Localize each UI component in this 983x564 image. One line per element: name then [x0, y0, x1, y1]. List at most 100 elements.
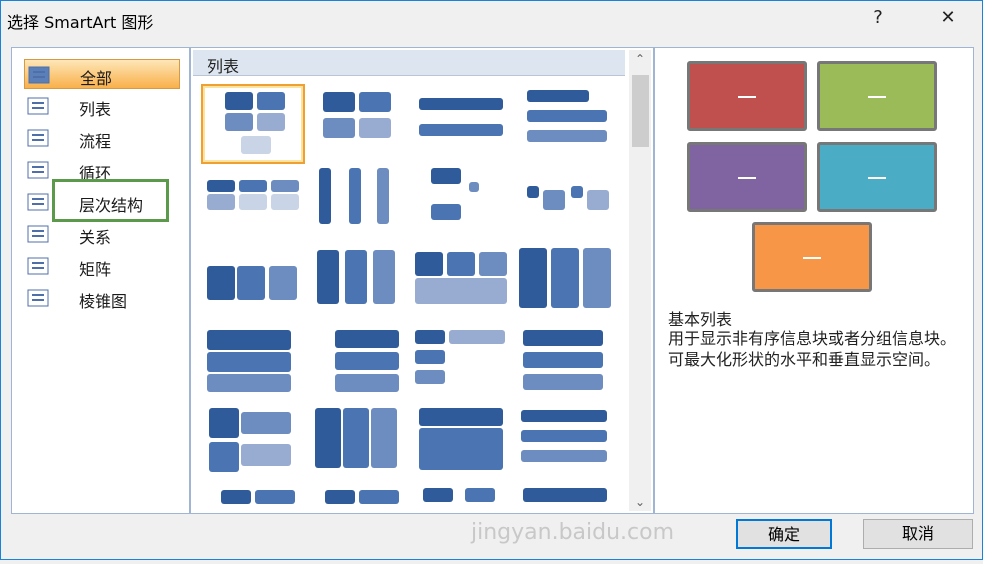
cancel-button[interactable]: 取消 — [863, 519, 973, 549]
thumbnail-shape — [359, 118, 391, 138]
thumbnail-shape — [523, 330, 603, 346]
thumbnail-shape — [371, 408, 397, 468]
thumbnail-shape — [207, 330, 291, 350]
layout-thumbnail[interactable] — [201, 164, 305, 244]
layout-thumbnail[interactable] — [409, 164, 513, 244]
thumbnail-shape — [209, 408, 239, 438]
layout-thumbnail[interactable] — [201, 484, 305, 564]
thumbnail-shape — [415, 252, 443, 276]
thumbnail-shape — [449, 330, 505, 344]
category-hierarchy[interactable]: 层次结构 — [24, 187, 180, 217]
category-process[interactable]: 流程 — [24, 123, 180, 153]
preview-shape — [817, 61, 937, 131]
layout-thumbnail[interactable] — [201, 404, 305, 484]
thumbnail-shape — [587, 190, 609, 210]
process-icon — [27, 129, 49, 147]
thumbnail-shape — [571, 186, 583, 198]
thumbnail-shape — [419, 98, 503, 110]
help-button[interactable]: ? — [873, 7, 883, 28]
layout-thumbnail[interactable] — [201, 84, 305, 164]
gallery-heading: 列表 — [193, 50, 625, 76]
scroll-down-icon[interactable]: ⌄ — [634, 495, 646, 509]
category-all[interactable]: 全部 — [24, 59, 180, 89]
thumbnail-shape — [431, 204, 461, 220]
all-icon — [28, 66, 50, 84]
layout-thumbnail[interactable] — [305, 484, 409, 564]
category-matrix[interactable]: 矩阵 — [24, 251, 180, 281]
scroll-thumb[interactable] — [632, 75, 649, 147]
preview-shape — [687, 142, 807, 212]
thumbnail-shape — [207, 194, 235, 210]
category-label: 流程 — [79, 132, 112, 151]
list-icon — [27, 97, 49, 115]
preview-panel: 基本列表 用于显示非有序信息块或者分组信息块。可最大化形状的水平和垂直显示空间。 — [654, 47, 974, 514]
thumbnail-shape — [239, 194, 267, 210]
thumbnail-shape — [325, 490, 355, 504]
thumbnail-shape — [431, 168, 461, 184]
preview-shape — [687, 61, 807, 131]
thumbnail-shape — [271, 194, 299, 210]
layout-thumbnail[interactable] — [409, 84, 513, 164]
thumbnail-shape — [527, 130, 607, 142]
thumbnail-shape — [349, 168, 361, 224]
thumbnail-shape — [469, 182, 479, 192]
thumbnail-shape — [257, 92, 285, 110]
layout-thumbnail[interactable] — [305, 324, 409, 404]
layout-thumbnail[interactable] — [513, 164, 617, 244]
layout-thumbnail[interactable] — [409, 484, 513, 564]
layout-thumbnail[interactable] — [513, 84, 617, 164]
thumbnail-shape — [359, 490, 399, 504]
layout-thumbnail[interactable] — [513, 484, 617, 564]
layout-thumbnail[interactable] — [409, 244, 513, 324]
preview-title: 基本列表 — [668, 310, 733, 329]
category-label: 全部 — [80, 69, 113, 88]
layout-thumbnail[interactable] — [513, 324, 617, 404]
thumbnail-shape — [323, 118, 355, 138]
layout-thumbnail[interactable] — [305, 164, 409, 244]
gallery-panel: 列表 ⌃ ⌄ — [190, 47, 654, 514]
category-cycle[interactable]: 循环 — [24, 155, 180, 185]
thumbnail-shape — [319, 168, 331, 224]
layout-thumbnail[interactable] — [513, 244, 617, 324]
layout-thumbnail[interactable] — [305, 84, 409, 164]
thumbnail-shape — [335, 374, 399, 392]
thumbnail-shape — [523, 374, 603, 390]
hierarchy-icon — [27, 193, 49, 211]
thumbnail-shape — [419, 408, 503, 426]
thumbnail-shape — [225, 92, 253, 110]
thumbnail-shape — [373, 250, 395, 304]
thumbnail-shape — [521, 450, 607, 462]
thumbnail-shape — [523, 352, 603, 368]
thumbnail-shape — [479, 252, 507, 276]
layout-thumbnail[interactable] — [409, 324, 513, 404]
layout-thumbnail[interactable] — [201, 244, 305, 324]
category-list[interactable]: 列表 — [24, 91, 180, 121]
scroll-up-icon[interactable]: ⌃ — [634, 52, 646, 66]
thumbnail-shape — [551, 248, 579, 308]
thumbnail-shape — [423, 488, 453, 502]
ok-button[interactable]: 确定 — [736, 519, 832, 549]
thumbnail-shape — [257, 113, 285, 131]
layout-thumbnail[interactable] — [409, 404, 513, 484]
layout-thumbnail[interactable] — [305, 244, 409, 324]
thumbnail-shape — [317, 250, 339, 304]
layout-thumbnail[interactable] — [201, 324, 305, 404]
thumbnail-shape — [519, 248, 547, 308]
category-label: 循环 — [79, 164, 112, 183]
thumbnail-shape — [241, 136, 271, 154]
thumbnail-shape — [207, 180, 235, 192]
thumbnail-shape — [521, 430, 607, 442]
layout-thumbnail[interactable] — [513, 404, 617, 484]
thumbnail-shape — [527, 90, 589, 102]
close-button[interactable]: ✕ — [940, 7, 956, 28]
preview-shape — [817, 142, 937, 212]
category-pyramid[interactable]: 棱锥图 — [24, 283, 180, 313]
category-relationship[interactable]: 关系 — [24, 219, 180, 249]
thumbnail-shape — [415, 278, 507, 304]
thumbnail-shape — [521, 410, 607, 422]
category-list: 全部列表流程循环层次结构关系矩阵棱锥图 — [11, 47, 190, 514]
gallery-scrollbar[interactable]: ⌃ ⌄ — [629, 50, 651, 511]
highlight-box — [52, 179, 169, 222]
layout-thumbnail[interactable] — [305, 404, 409, 484]
thumbnail-shape — [527, 110, 607, 122]
